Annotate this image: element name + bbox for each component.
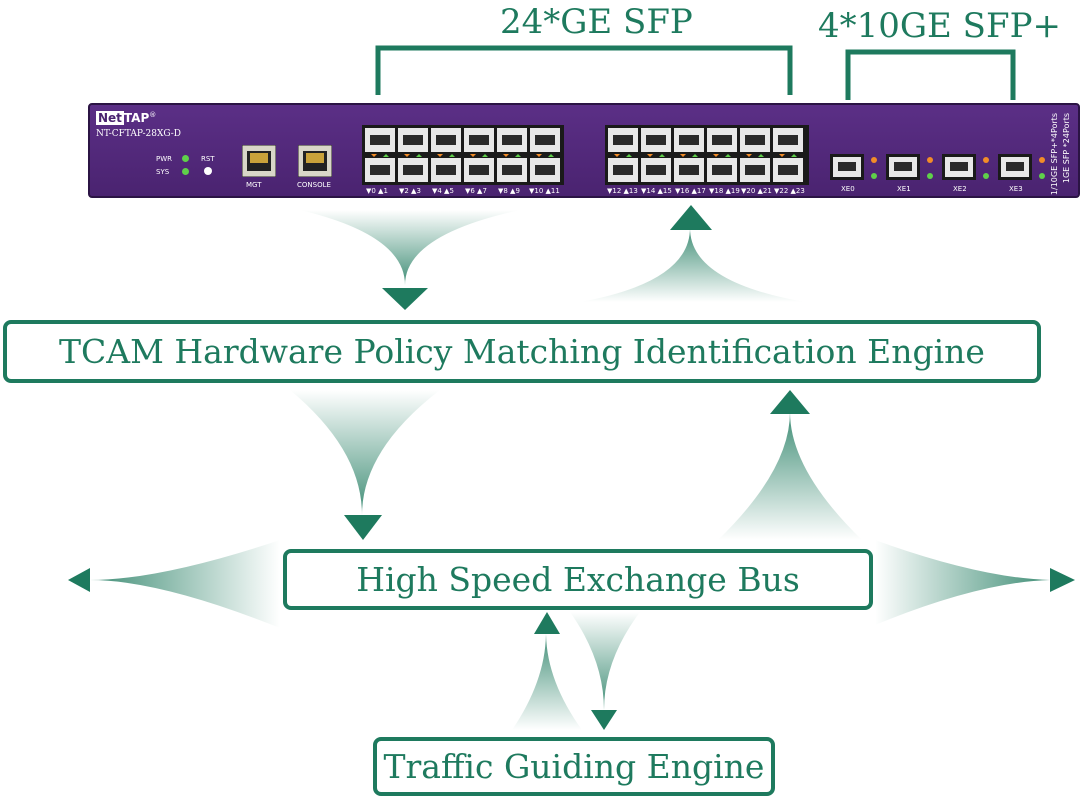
ge-sfp-bracket bbox=[375, 45, 793, 95]
arrowhead-up-3 bbox=[534, 612, 560, 634]
xe-label: XE3 bbox=[1009, 185, 1023, 193]
xe-label: XE2 bbox=[953, 185, 967, 193]
sfp-cage-group-right bbox=[605, 125, 809, 185]
tenge-sfp-bracket bbox=[845, 49, 1016, 100]
console-port-icon bbox=[298, 145, 332, 177]
sfp-plus-ports bbox=[830, 154, 1045, 180]
high-speed-bus-label: High Speed Exchange Bus bbox=[356, 560, 800, 599]
pwr-led-icon bbox=[182, 155, 189, 162]
sys-led-icon bbox=[182, 168, 189, 175]
reset-button[interactable] bbox=[204, 167, 212, 175]
model-number: NT-CFTAP-28XG-D bbox=[96, 129, 181, 139]
tenge-sfp-label: 4*10GE SFP+ bbox=[818, 6, 1061, 46]
port-label: ▼20 ▲21 bbox=[741, 187, 772, 195]
arrowhead-down-2 bbox=[344, 515, 382, 540]
arrowhead-right bbox=[1050, 568, 1075, 592]
flow-device-to-tcam bbox=[300, 210, 520, 285]
arrowhead-left bbox=[68, 568, 90, 592]
port-label: ▼8 ▲9 bbox=[498, 187, 520, 195]
arrowhead-down-3 bbox=[591, 710, 617, 730]
flow-tcam-to-device bbox=[580, 228, 805, 302]
tcam-engine-label: TCAM Hardware Policy Matching Identifica… bbox=[59, 332, 985, 371]
flow-bus-left bbox=[90, 540, 280, 628]
port-label: ▼0 ▲1 bbox=[366, 187, 388, 195]
flow-tcam-to-bus bbox=[290, 390, 440, 515]
arrowhead-down-1 bbox=[382, 288, 428, 310]
high-speed-bus-box: High Speed Exchange Bus bbox=[283, 549, 873, 610]
port-label: ▼10 ▲11 bbox=[529, 187, 560, 195]
port-label: ▼14 ▲15 bbox=[641, 187, 672, 195]
console-label: CONSOLE bbox=[297, 181, 331, 189]
side-label-sfp-plus: 1/10GE SFP+*4Ports bbox=[1050, 113, 1059, 196]
side-label-sfp: 1GE SFP *24Ports bbox=[1062, 113, 1071, 184]
sfp-cage-group-left bbox=[362, 125, 564, 185]
port-label: ▼16 ▲17 bbox=[675, 187, 706, 195]
flow-bus-to-guide bbox=[570, 612, 640, 710]
traffic-guiding-engine-box: Traffic Guiding Engine bbox=[373, 737, 775, 796]
port-label: ▼22 ▲23 bbox=[774, 187, 805, 195]
pwr-label: PWR bbox=[156, 155, 173, 163]
flow-bus-to-tcam bbox=[718, 412, 862, 540]
flow-guide-to-bus bbox=[512, 632, 582, 730]
mgt-port-icon bbox=[242, 145, 276, 177]
mgt-label: MGT bbox=[246, 181, 262, 189]
tcam-engine-box: TCAM Hardware Policy Matching Identifica… bbox=[3, 320, 1041, 383]
xe-label: XE1 bbox=[897, 185, 911, 193]
port-label: ▼12 ▲13 bbox=[607, 187, 638, 195]
port-label: ▼18 ▲19 bbox=[709, 187, 740, 195]
arrowhead-up-1 bbox=[670, 205, 712, 230]
rst-label: RST bbox=[201, 155, 215, 163]
traffic-guiding-engine-label: Traffic Guiding Engine bbox=[383, 747, 765, 786]
sys-label: SYS bbox=[156, 168, 170, 176]
ge-sfp-label: 24*GE SFP bbox=[500, 2, 693, 42]
arrowhead-up-2 bbox=[770, 390, 810, 414]
port-label: ▼4 ▲5 bbox=[432, 187, 454, 195]
xe-label: XE0 bbox=[841, 185, 855, 193]
flow-bus-right bbox=[875, 540, 1050, 625]
port-label: ▼2 ▲3 bbox=[399, 187, 421, 195]
port-label: ▼6 ▲7 bbox=[465, 187, 487, 195]
